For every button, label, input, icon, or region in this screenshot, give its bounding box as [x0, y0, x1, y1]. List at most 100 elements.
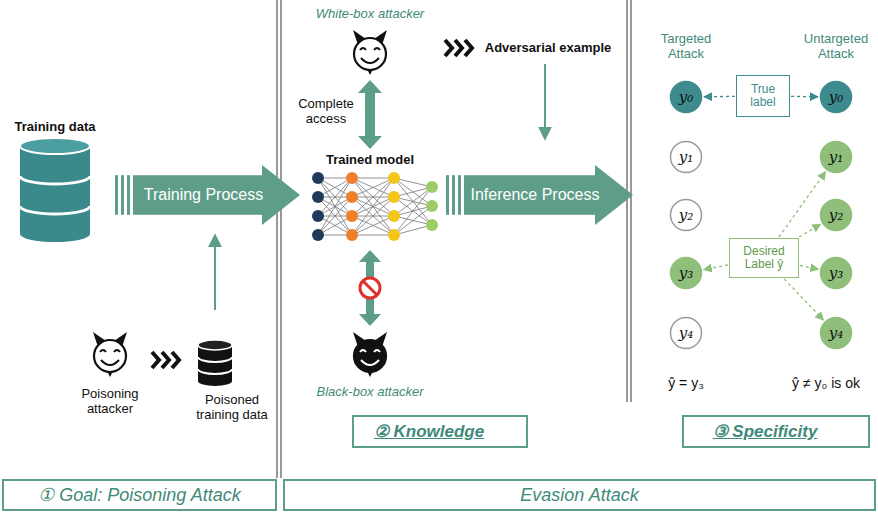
node-text: Inference Process: [471, 186, 600, 204]
annotation-label: Poisoned training data: [186, 393, 278, 423]
neural-network: [352, 178, 394, 197]
dashed-arrow: [704, 96, 735, 98]
arrow-stripe: [127, 175, 130, 215]
adversarial-arrow: [544, 64, 546, 138]
poisoned-database-icon: [198, 340, 232, 350]
goal-band: Evasion Attack: [283, 479, 876, 511]
label-circle: y₃: [819, 256, 853, 290]
neural-network: [352, 197, 394, 235]
dashed-arrow: [784, 279, 823, 320]
neural-network: [352, 216, 394, 235]
annotation-label: Training data: [0, 120, 110, 135]
poisoned-database-icon: [198, 340, 232, 386]
node-text: Desired Label ŷ: [734, 245, 794, 272]
neural-network: [312, 172, 438, 241]
annotation-label: Targeted Attack: [646, 32, 726, 62]
arrow-stripe: [452, 175, 455, 215]
circle-outline: [821, 82, 852, 113]
circle-label: y₂: [829, 207, 844, 224]
training-database-icon: [20, 176, 90, 214]
dashed-arrow: [799, 224, 820, 237]
neural-network: [352, 216, 394, 235]
poisoning-devil: [93, 332, 127, 377]
white-box-devil: [353, 30, 387, 75]
goal-band: ① Goal: Poisoning Attack: [2, 479, 277, 511]
neural-network: [394, 178, 432, 225]
arrow-stripe: [446, 175, 449, 215]
panel-separators: [277, 0, 631, 478]
circle-label: y₁: [679, 149, 694, 166]
circle-outline: [671, 258, 702, 289]
circle-outline: [821, 318, 852, 349]
neural-network: [352, 178, 394, 216]
node-text: ③ Specificity: [713, 422, 818, 441]
node-text: True label: [741, 83, 785, 110]
neural-network: [312, 210, 324, 222]
neural-network: [426, 219, 438, 231]
chevrons: [445, 40, 472, 56]
training-database-icon: [20, 138, 90, 154]
label-circle: y₃: [669, 256, 703, 290]
arrow-stripe: [121, 175, 124, 215]
node-text: Training Process: [144, 186, 263, 204]
circle-outline: [671, 318, 702, 349]
dimension-box: ② Knowledge: [352, 415, 528, 448]
process-arrow: Inference Process: [446, 165, 633, 225]
circle-outline: [671, 142, 702, 173]
neural-network: [352, 178, 394, 235]
panel-separators: [280, 0, 281, 478]
neural-network: [388, 191, 400, 203]
neural-network: [312, 191, 324, 203]
circle-outline: [821, 258, 852, 289]
blocked-double-arrow: [359, 250, 381, 326]
circle-label: y₄: [829, 325, 844, 342]
neural-network: [346, 210, 358, 222]
dimension-box: ③ Specificity: [682, 415, 870, 448]
no-access-sign: [360, 278, 380, 298]
annotation-label: Adversarial example: [473, 41, 623, 56]
neural-network: [346, 191, 358, 203]
label-circle: y₄: [669, 316, 703, 350]
circle-outline: [821, 142, 852, 173]
node-text: ② Knowledge: [374, 422, 484, 441]
neural-network: [352, 178, 394, 179]
neural-network: [318, 178, 352, 235]
circle-label: y₄: [679, 325, 694, 342]
label-circle: y₂: [669, 198, 703, 232]
node-text: ① Goal: Poisoning Attack: [38, 485, 240, 505]
circle-label: y₃: [679, 265, 694, 282]
no-access-sign: [360, 278, 380, 298]
annotation-label: Untargeted Attack: [794, 32, 878, 62]
circle-outline: [671, 82, 702, 113]
neural-network: [346, 229, 358, 241]
neural-network: [352, 235, 394, 236]
poisoned-database-icon: [198, 357, 232, 374]
neural-network: [352, 178, 394, 197]
circle-label: y₀: [679, 89, 694, 106]
annotation-label: Black-box attacker: [290, 385, 450, 400]
neural-network: [312, 229, 324, 241]
neural-network: [312, 172, 324, 184]
dashed-arrow: [779, 172, 826, 237]
training-database-icon: [20, 138, 90, 242]
circle-outline: [821, 200, 852, 231]
panel-separators: [630, 0, 631, 402]
desired-label-box: Desired Label ŷ: [729, 238, 799, 278]
neural-network: [394, 206, 432, 235]
black-box-devil: [353, 332, 387, 377]
neural-network: [388, 229, 400, 241]
training-database-icon: [20, 146, 90, 242]
neural-network: [388, 172, 400, 184]
label-circle: y₁: [819, 140, 853, 174]
arrow-body: [464, 165, 633, 225]
annotation-label: Trained model: [310, 153, 430, 168]
label-circle: y₄: [819, 316, 853, 350]
neural-network: [318, 178, 352, 235]
annotation-label: Complete access: [294, 97, 358, 127]
arrow-stripe: [458, 175, 461, 215]
neural-network: [352, 197, 394, 235]
poisoned-database-icon: [198, 345, 232, 386]
access-double-arrow: [358, 80, 382, 149]
neural-network: [388, 210, 400, 222]
